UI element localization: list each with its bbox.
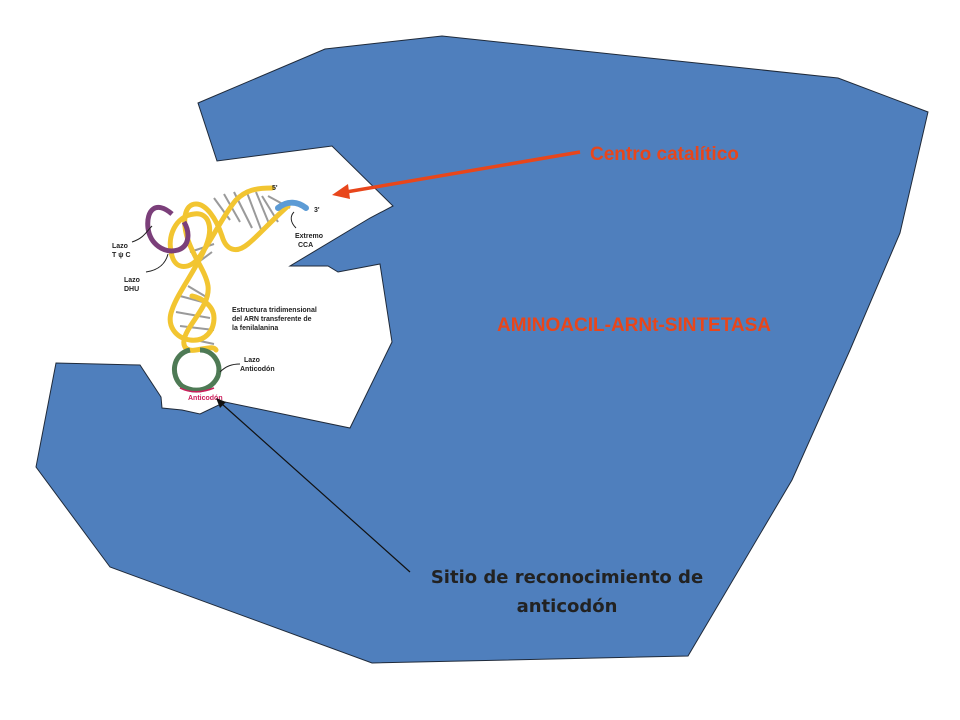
- anticodon-arrow: [216, 398, 411, 573]
- five-prime-label: 5': [272, 185, 278, 192]
- dhu-label-line1: Lazo: [124, 277, 140, 284]
- anticodon-loop-label-line1: Lazo: [244, 357, 260, 364]
- trna-caption-line2: del ARN transferente de: [232, 316, 312, 323]
- three-prime-label: 3': [314, 207, 320, 214]
- anticodon-arrowhead: [216, 398, 226, 408]
- anticodon-loop: [172, 347, 222, 393]
- trna-caption-line1: Estructura tridimensional: [232, 307, 317, 314]
- recognition-site-label-line1: Sitio de reconocimiento de: [431, 567, 703, 588]
- cca-end: [275, 199, 309, 211]
- catalytic-arrowhead: [332, 184, 350, 199]
- tpsic-loop: [145, 205, 191, 254]
- anticodon-loop-label-line2: Anticodón: [240, 366, 275, 373]
- enzyme-name-label: AMINOACIL-ARNt-SINTETASA: [497, 315, 771, 336]
- tpsic-label-line1: Lazo: [112, 243, 128, 250]
- trna-structure-figure: 5' 3' Extremo CCA Lazo T ψ C Lazo DHU Es…: [112, 185, 323, 402]
- catalytic-arrow: [332, 150, 581, 199]
- recognition-site-label-line2: anticodón: [517, 596, 618, 617]
- catalytic-center-label: Centro catalítico: [590, 144, 739, 165]
- cca-label-line1: Extremo: [295, 233, 323, 240]
- trna-caption-line3: la fenilalanina: [232, 325, 278, 332]
- anticodon-label: Anticodón: [188, 395, 223, 402]
- enzyme-shape: [35, 35, 929, 664]
- cca-label-line2: CCA: [298, 242, 313, 249]
- tpsic-label-line2: T ψ C: [112, 252, 131, 259]
- anticodon-mark: [179, 387, 215, 393]
- dhu-label-line2: DHU: [124, 286, 139, 293]
